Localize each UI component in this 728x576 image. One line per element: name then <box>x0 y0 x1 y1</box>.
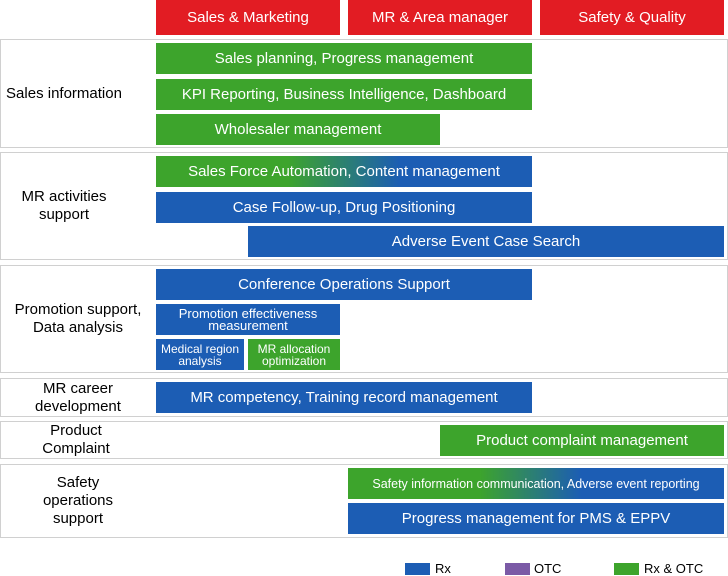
legend-label-otc: OTC <box>534 561 562 576</box>
legend-label-rx-otc: Rx & OTC <box>644 561 704 576</box>
legend-swatch-rx <box>405 563 430 575</box>
row-label-sales-information: Sales information <box>6 84 122 102</box>
bar-mr-allocation[interactable]: MR allocation optimization <box>248 339 340 370</box>
bar-wholesaler[interactable]: Wholesaler management <box>156 114 440 145</box>
row-label-promotion: Promotion support, Data analysis <box>14 301 142 336</box>
row-label-safety: Safety operations support <box>42 474 114 527</box>
legend-label-rx: Rx <box>435 561 451 576</box>
bar-kpi-reporting[interactable]: KPI Reporting, Business Intelligence, Da… <box>156 79 532 110</box>
bar-conference[interactable]: Conference Operations Support <box>156 269 532 300</box>
row-label-career: MR career development <box>35 379 121 415</box>
legend-swatch-rx-otc <box>614 563 639 575</box>
header-safety-quality: Safety & Quality <box>540 0 724 35</box>
bar-mr-competency[interactable]: MR competency, Training record managemen… <box>156 382 532 413</box>
bar-promo-effect[interactable]: Promotion effectiveness measurement <box>156 304 340 335</box>
bar-safety-info[interactable]: Safety information communication, Advers… <box>348 468 724 499</box>
bar-sfa[interactable]: Sales Force Automation, Content manageme… <box>156 156 532 187</box>
header-sales-marketing: Sales & Marketing <box>156 0 340 35</box>
bar-adverse-search[interactable]: Adverse Event Case Search <box>248 226 724 257</box>
bar-pms-eppv[interactable]: Progress management for PMS & EPPV <box>348 503 724 534</box>
bar-case-followup[interactable]: Case Follow-up, Drug Positioning <box>156 192 532 223</box>
header-mr-area-manager: MR & Area manager <box>348 0 532 35</box>
row-label-complaint: Product Complaint <box>42 422 110 457</box>
row-label-mr-activities: MR activities support <box>21 188 107 223</box>
bar-medical-region[interactable]: Medical region analysis <box>156 339 244 370</box>
legend-swatch-otc <box>505 563 530 575</box>
bar-product-complaint[interactable]: Product complaint management <box>440 425 724 456</box>
bar-sales-planning[interactable]: Sales planning, Progress management <box>156 43 532 74</box>
